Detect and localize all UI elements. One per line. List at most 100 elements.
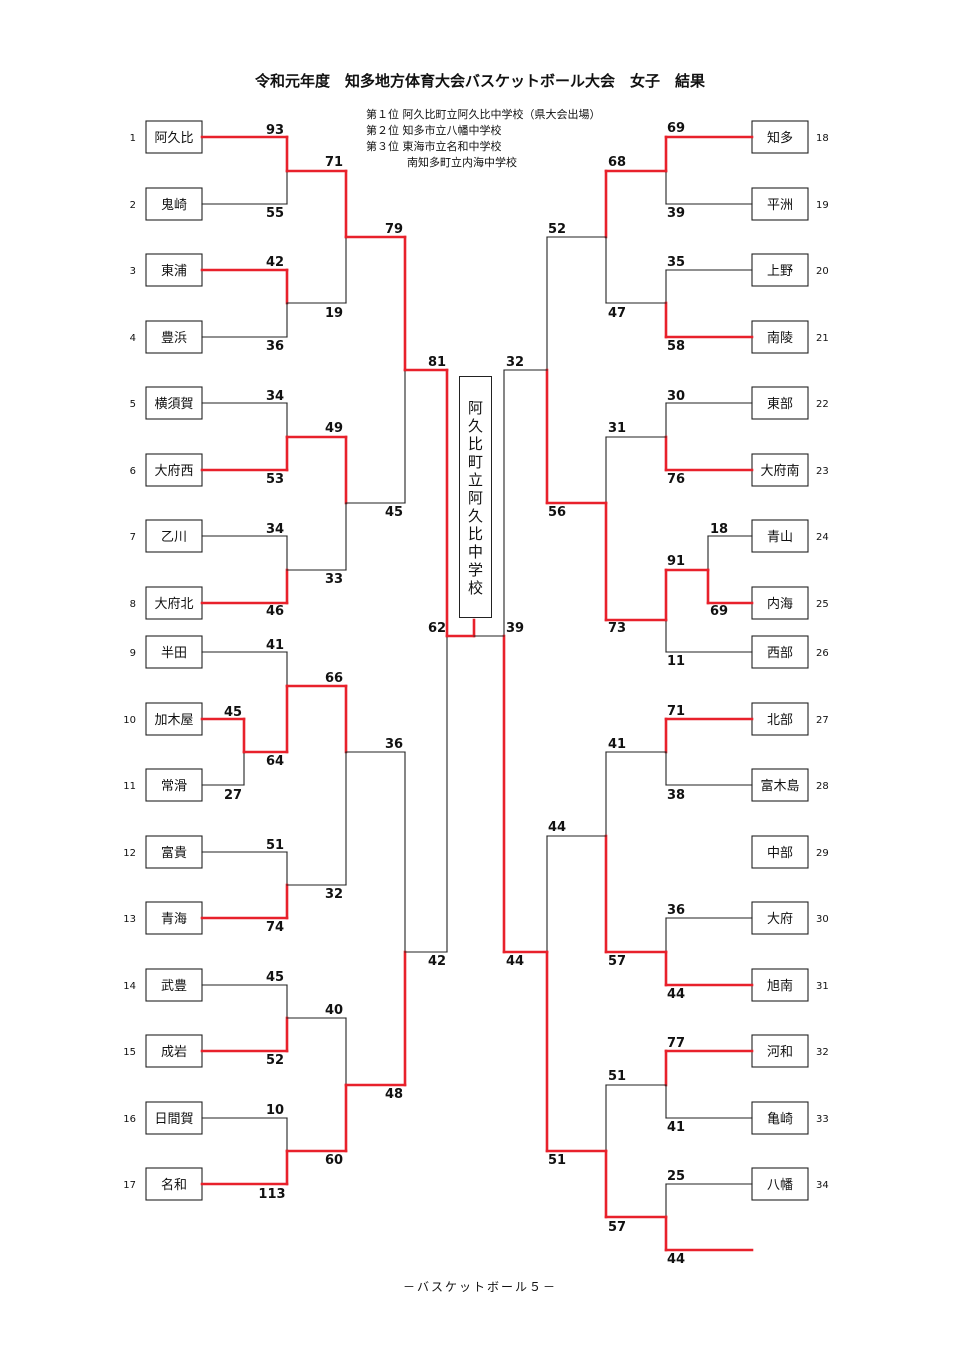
team-name: 知多 [767,130,793,146]
team-number: 16 [123,1114,136,1125]
team-name: 河和 [767,1045,793,1060]
team-number: 18 [816,133,829,144]
score-label: 46 [266,604,284,619]
team-number: 11 [123,781,136,792]
score-label: 36 [266,339,284,354]
team-number: 13 [123,914,136,925]
team-name: 青山 [767,530,793,545]
team-number: 15 [123,1047,136,1058]
score-label: 42 [428,954,446,969]
team-number: 26 [816,648,829,659]
score-label: 45 [266,970,284,985]
team-number: 21 [816,333,829,344]
team-number: 12 [123,848,136,859]
team-box [145,635,203,669]
score-label: 58 [667,339,685,354]
result-third-2: 南知多町立内海中学校 [407,156,517,169]
team-number: 22 [816,399,829,410]
team-name: 青海 [161,912,187,927]
team-name: 豊浜 [161,331,187,346]
score-label: 76 [667,472,685,487]
score-label: 77 [667,1036,685,1051]
score-label: 34 [266,389,284,404]
score-label: 71 [325,155,343,170]
score-label: 60 [325,1153,343,1168]
team-name: 中部 [767,846,793,861]
score-label: 27 [224,788,242,803]
team-name: 鬼崎 [161,197,187,213]
score-label: 38 [667,788,685,803]
score-label: 41 [266,638,284,653]
team-box [145,386,203,420]
score-label: 44 [506,954,524,969]
score-label: 53 [266,472,284,487]
score-label: 45 [224,705,242,720]
team-box [145,1167,203,1201]
team-box [751,187,809,221]
score-label: 35 [667,255,685,270]
score-label: 79 [385,222,403,237]
result-first: 第１位 阿久比町立阿久比中学校（県大会出場） [366,108,601,121]
score-label: 32 [506,355,524,370]
score-label: 49 [325,421,343,436]
score-label: 44 [667,1252,685,1267]
score-label: 33 [325,572,343,587]
team-number: 5 [130,399,136,410]
score-label: 62 [428,621,446,636]
team-number: 8 [130,599,136,610]
score-label: 51 [548,1153,566,1168]
team-name: 亀崎 [767,1112,793,1127]
page-footer: －バスケットボール５－ [402,1280,557,1294]
team-number: 25 [816,599,829,610]
team-name: 大府北 [154,597,193,612]
team-name: 八幡 [767,1178,793,1193]
team-number: 7 [130,532,136,543]
team-name: 大府 [767,912,793,927]
score-label: 41 [608,737,626,752]
team-name: 富木島 [760,778,799,794]
team-number: 27 [816,715,829,726]
team-box [751,835,809,869]
team-box [751,386,809,420]
team-name: 東部 [767,396,793,412]
score-label: 52 [266,1053,284,1068]
team-box [145,187,203,221]
team-name: 常滑 [161,779,187,794]
score-label: 40 [325,1003,343,1018]
team-number: 28 [816,781,829,792]
team-box [751,120,809,154]
score-label: 42 [266,255,284,270]
page-title: 令和元年度 知多地方体育大会バスケットボール大会 女子 結果 [254,72,705,90]
team-name: 成岩 [161,1045,187,1060]
score-label: 55 [266,206,284,221]
score-label: 30 [667,389,685,404]
team-number: 17 [123,1180,136,1191]
team-name: 横須賀 [154,397,193,412]
team-box [751,1101,809,1135]
score-label: 47 [608,306,626,321]
team-box [751,635,809,669]
score-label: 56 [548,505,566,520]
score-label: 93 [266,123,284,138]
team-name: 半田 [161,646,187,661]
team-number: 31 [816,981,829,992]
team-name: 大府南 [760,463,799,479]
team-number: 6 [130,466,136,477]
score-label: 113 [258,1187,285,1202]
team-box [145,253,203,287]
team-box [751,901,809,935]
team-box [145,120,203,154]
team-name: 大府西 [154,464,193,479]
team-number: 14 [123,981,136,992]
team-number: 20 [816,266,829,277]
result-second: 第２位 知多市立八幡中学校 [366,124,502,137]
team-name: 上野 [767,264,793,279]
team-box [751,702,809,736]
team-name: 南陵 [767,330,793,346]
team-number: 30 [816,914,829,925]
team-number: 10 [123,715,136,726]
team-number: 23 [816,466,829,477]
score-label: 34 [266,522,284,537]
team-box [751,453,809,487]
team-box [145,702,203,736]
